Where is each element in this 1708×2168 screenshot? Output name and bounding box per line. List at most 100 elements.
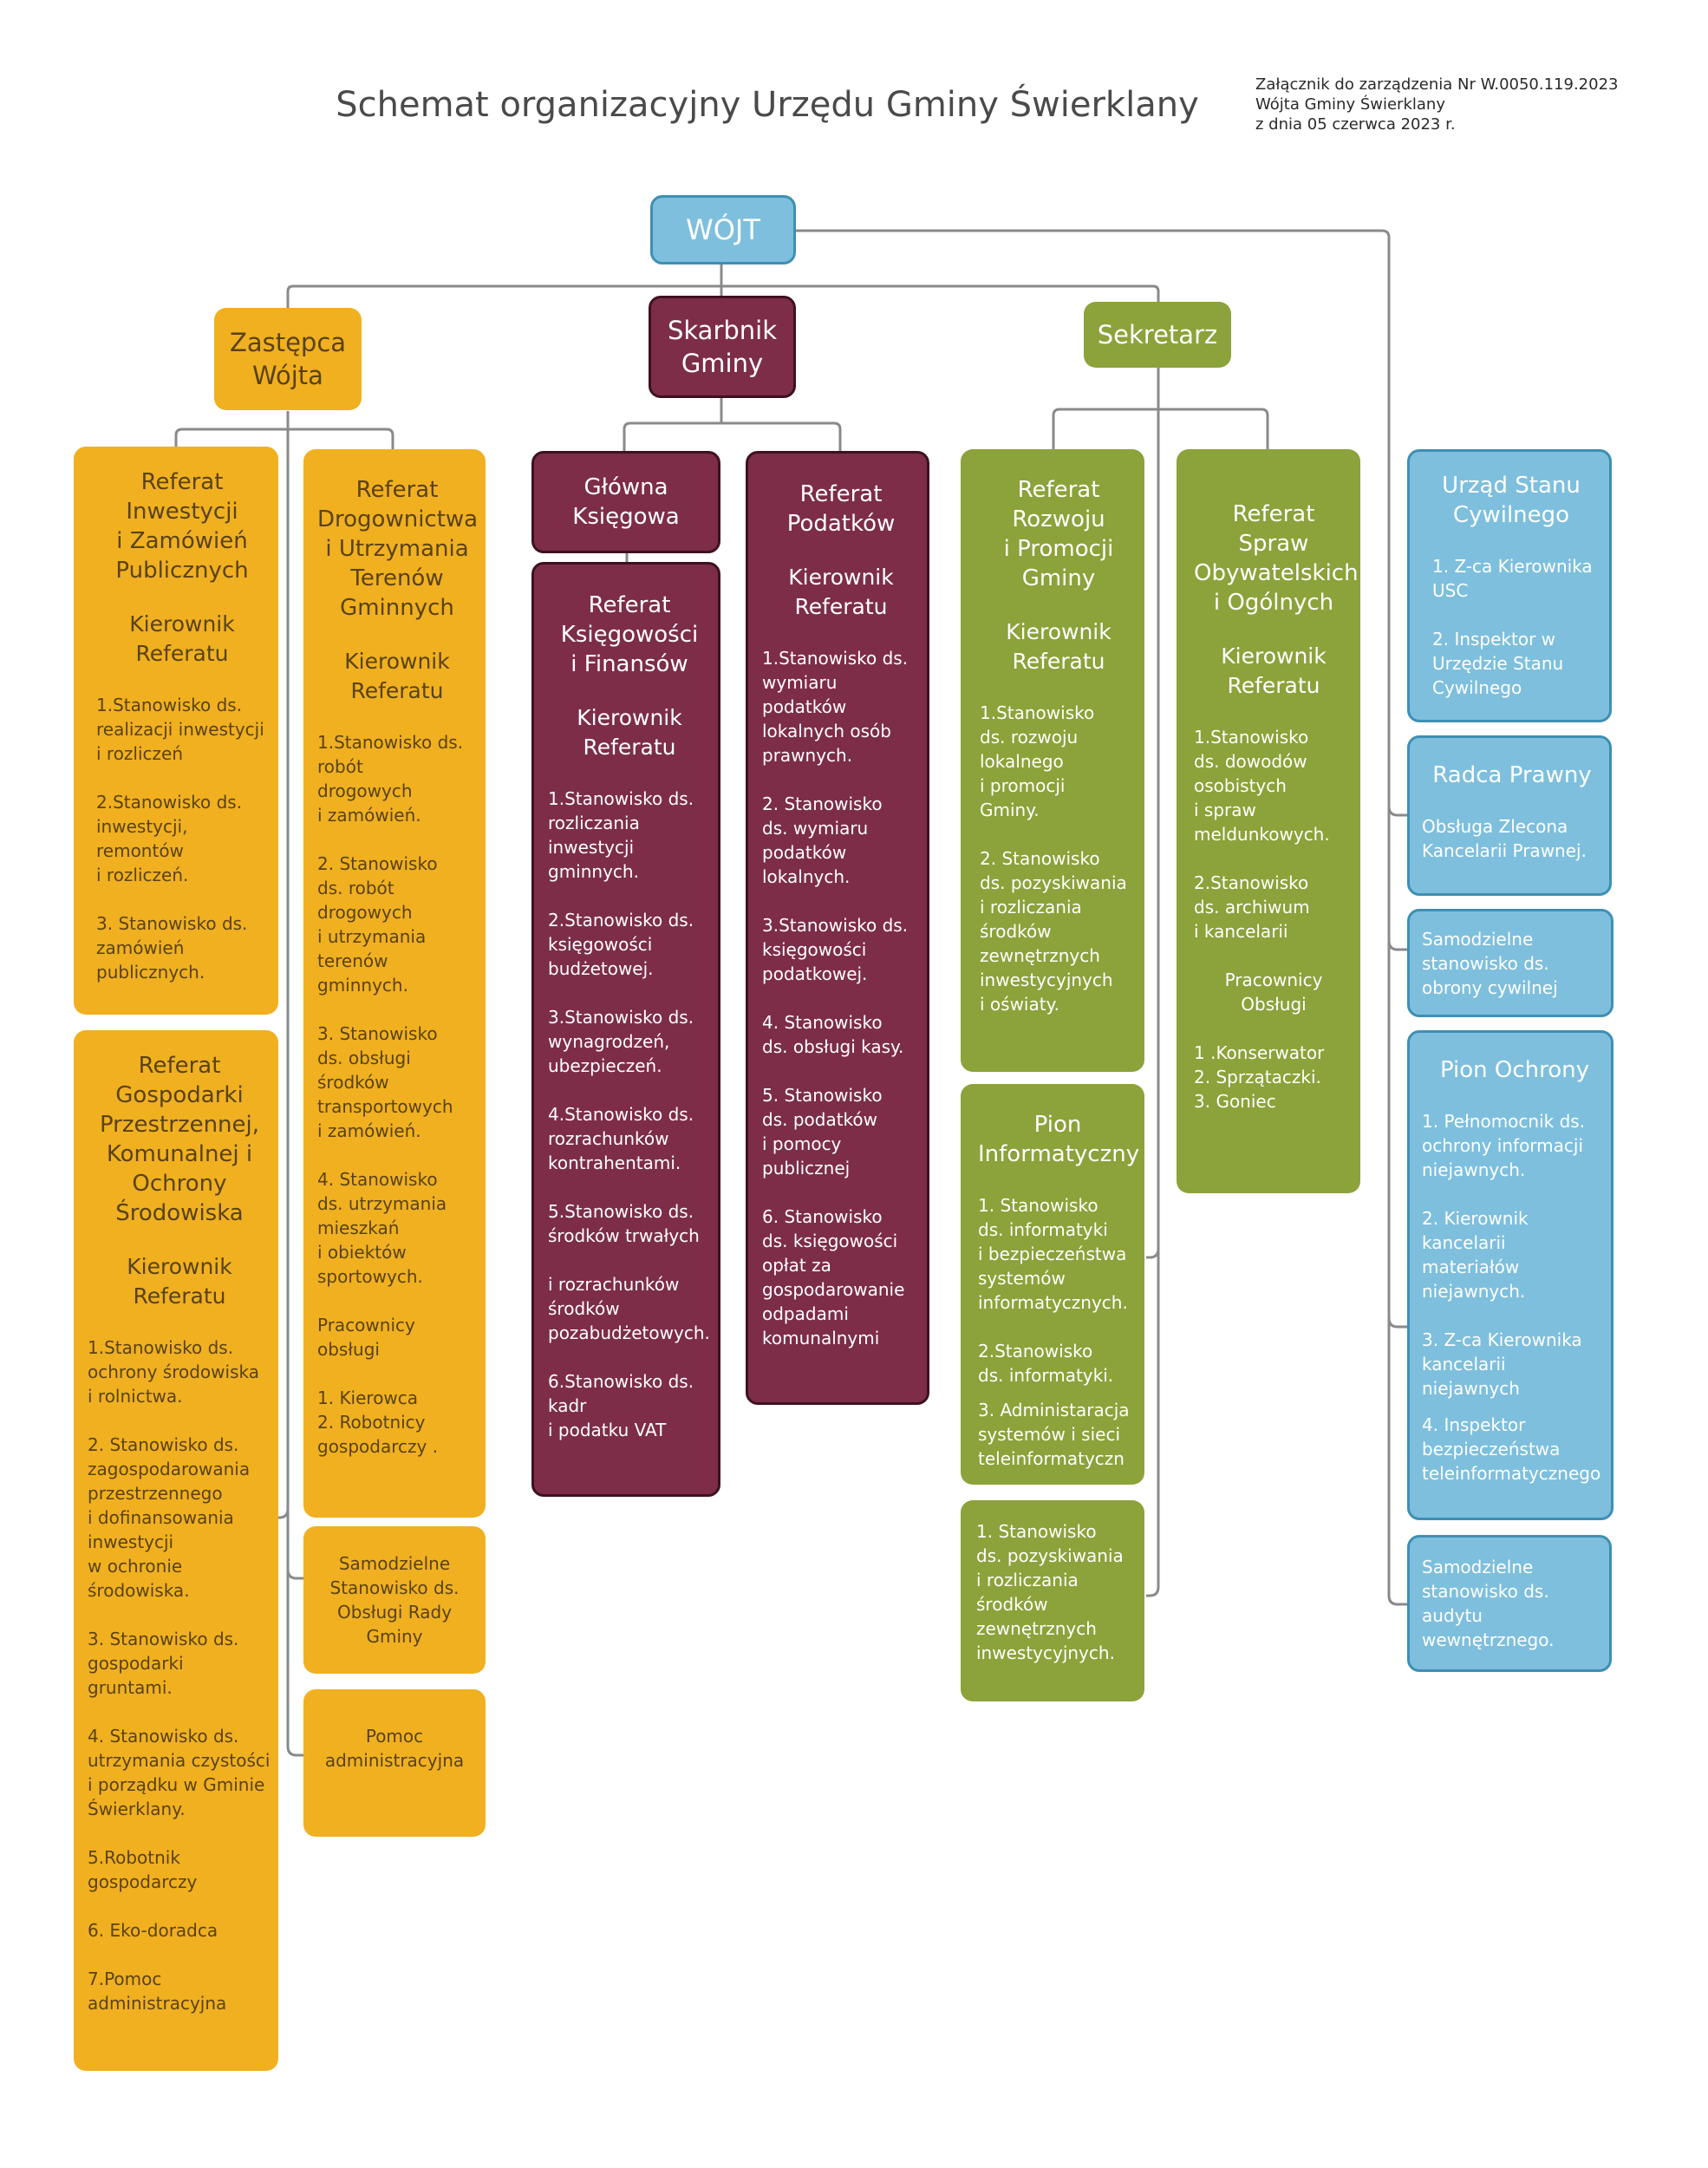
staff-title: Pracownicy bbox=[317, 1315, 415, 1335]
referat-title: Księgowości bbox=[560, 622, 699, 648]
referat-title: i Zamówień bbox=[116, 528, 248, 554]
position-line: 3. Z-ca Kierownika bbox=[1422, 1329, 1582, 1350]
position-line: podatków bbox=[762, 696, 847, 717]
staff-line: 1 .Konserwator bbox=[1194, 1042, 1325, 1063]
position-line: 2.Stanowisko ds. bbox=[96, 792, 243, 813]
skarbnik-title: Gminy bbox=[681, 349, 764, 378]
annex-note: Załącznik do zarządzenia Nr W.0050.119.2… bbox=[1255, 75, 1689, 134]
position-line: i rozliczeń. bbox=[96, 865, 189, 885]
position-line: i zamówień. bbox=[317, 805, 421, 826]
position-line: kontrahentami. bbox=[548, 1153, 681, 1173]
position-line: administracyjna bbox=[88, 1993, 227, 2014]
box-title: Radca Prawny bbox=[1432, 762, 1592, 788]
referat-drogownictwa: Referat Drogownictwa i Utrzymania Terenó… bbox=[303, 449, 486, 1518]
position-line: 6.Stanowisko ds. bbox=[548, 1371, 694, 1392]
position-line: 2. Stanowisko bbox=[762, 793, 883, 814]
position-line: przestrzennego bbox=[88, 1483, 223, 1504]
wojt-box: WÓJT bbox=[650, 195, 796, 264]
kierownik-label: Referatu bbox=[1227, 673, 1320, 698]
position-line: i pomocy bbox=[762, 1133, 842, 1154]
referat-title: Rozwoju bbox=[1012, 506, 1105, 532]
position-line: 3.Stanowisko ds. bbox=[762, 915, 909, 936]
kierownik-label: Referatu bbox=[135, 641, 229, 666]
referat-title: Referat bbox=[1017, 477, 1100, 503]
box-line: Gminy bbox=[366, 1626, 423, 1647]
position-line: wewnętrznego. bbox=[1422, 1629, 1555, 1650]
position-line: ds. podatków bbox=[762, 1109, 878, 1130]
box-title: Pion Ochrony bbox=[1439, 1057, 1590, 1083]
position-line: wynagrodzeń, bbox=[548, 1031, 670, 1052]
position-line: 4. Stanowisko ds. bbox=[88, 1726, 239, 1747]
position-line: środków bbox=[548, 1298, 620, 1319]
referat-title: Referat bbox=[140, 469, 224, 495]
position-line: środków trwałych bbox=[548, 1225, 700, 1246]
position-line: 4.Stanowisko ds. bbox=[548, 1104, 694, 1125]
position-line: rozrachunków bbox=[548, 1128, 669, 1149]
position-line: i rozliczeń bbox=[96, 743, 184, 764]
position-line: w ochronie bbox=[88, 1556, 183, 1577]
position-line: niejawnych bbox=[1422, 1378, 1520, 1399]
box-title: Urząd Stanu bbox=[1442, 473, 1581, 499]
position-line: 1.Stanowisko ds. bbox=[88, 1337, 234, 1358]
referat-title: Terenów bbox=[350, 565, 444, 591]
position-line: transportowych bbox=[317, 1096, 453, 1117]
referat-title: i Utrzymania bbox=[325, 536, 469, 562]
position-line: i dofinansowania bbox=[88, 1507, 234, 1528]
position-line: ubezpieczeń. bbox=[548, 1055, 662, 1076]
referat-inwestycji: Referat Inwestycji i Zamówień Publicznyc… bbox=[74, 447, 278, 1015]
position-line: inwestycji, bbox=[96, 816, 188, 837]
referat-title: Przestrzennej, bbox=[99, 1112, 260, 1138]
pion-ochrony: Pion Ochrony 1. Pełnomocnik ds. ochrony … bbox=[1407, 1030, 1613, 1520]
position-line: drogowych bbox=[317, 902, 413, 923]
box-title: Główna bbox=[583, 474, 668, 500]
position-line: kadr bbox=[548, 1395, 587, 1416]
kierownik-label: Kierownik bbox=[577, 705, 682, 730]
position-line: ds. rozwoju bbox=[980, 727, 1079, 748]
box-line: administracyjna bbox=[324, 1750, 465, 1771]
staff-title: obsługi bbox=[317, 1339, 380, 1360]
radca-prawny: Radca Prawny Obsługa Zlecona Kancelarii … bbox=[1407, 735, 1612, 896]
position-line: drogowych bbox=[317, 780, 413, 801]
kierownik-label: Kierownik bbox=[1006, 619, 1112, 644]
position-line: i obiektów bbox=[317, 1242, 407, 1263]
position-line: 2. Stanowisko ds. bbox=[88, 1434, 239, 1455]
position-line: stanowisko ds. bbox=[1422, 1581, 1549, 1602]
referat-rozwoju: Referat Rozwoju i Promocji Gminy Kierown… bbox=[961, 449, 1144, 1072]
position-line: zewnętrznych bbox=[976, 1618, 1097, 1639]
position-line: niejawnych. bbox=[1422, 1281, 1526, 1302]
position-line: i zamówień. bbox=[317, 1120, 421, 1141]
position-line: 3.Stanowisko ds. bbox=[548, 1007, 694, 1028]
kierownik-label: Kierownik bbox=[127, 1254, 232, 1279]
page-title: Schemat organizacyjny Urzędu Gminy Świer… bbox=[336, 85, 1199, 125]
position-line: wymiaru bbox=[762, 672, 838, 693]
position-line: lokalnych osób bbox=[762, 721, 891, 741]
box-line: Pomoc bbox=[365, 1726, 424, 1747]
position-line: systemów bbox=[978, 1268, 1066, 1289]
position-line: ds. pozyskiwania bbox=[976, 1545, 1124, 1566]
pomoc-admin-box: Pomoc administracyjna bbox=[303, 1689, 486, 1837]
position-line: USC bbox=[1432, 580, 1469, 601]
referat-title: Środowiska bbox=[115, 1200, 244, 1226]
position-line: komunalnymi bbox=[762, 1328, 880, 1348]
audyt-wewnetrzny-box: Samodzielne stanowisko ds. audytu wewnęt… bbox=[1407, 1535, 1612, 1672]
referat-title: Referat bbox=[138, 1053, 221, 1079]
position-line: Świerklany. bbox=[88, 1799, 186, 1819]
position-line: i promocji bbox=[980, 775, 1066, 796]
referat-spraw-obywatelskich: Referat Spraw Obywatelskich i Ogólnych K… bbox=[1177, 449, 1360, 1193]
position-line: publicznych. bbox=[96, 962, 205, 983]
position-line: ds. informatyki bbox=[978, 1219, 1108, 1240]
position-line: niejawnych. bbox=[1422, 1159, 1526, 1180]
staff-line: 1. Kierowca bbox=[317, 1388, 419, 1408]
position-line: osobistych bbox=[1194, 775, 1287, 796]
referat-title: Pion bbox=[1033, 1112, 1082, 1138]
position-line: 1.Stanowisko ds. bbox=[762, 648, 909, 669]
position-line: stanowisko ds. bbox=[1422, 953, 1549, 974]
position-line: teleinformatycznego bbox=[1422, 1463, 1601, 1484]
referat-title: i Finansów bbox=[570, 651, 688, 677]
staff-line: gospodarczy . bbox=[317, 1436, 439, 1457]
kierownik-label: Kierownik bbox=[788, 565, 894, 590]
position-line: inwestycyjnych. bbox=[976, 1642, 1115, 1663]
position-line: zamówień bbox=[96, 937, 185, 958]
position-line: 3. Administaracja bbox=[978, 1400, 1130, 1420]
kierownik-label: Kierownik bbox=[129, 611, 235, 637]
